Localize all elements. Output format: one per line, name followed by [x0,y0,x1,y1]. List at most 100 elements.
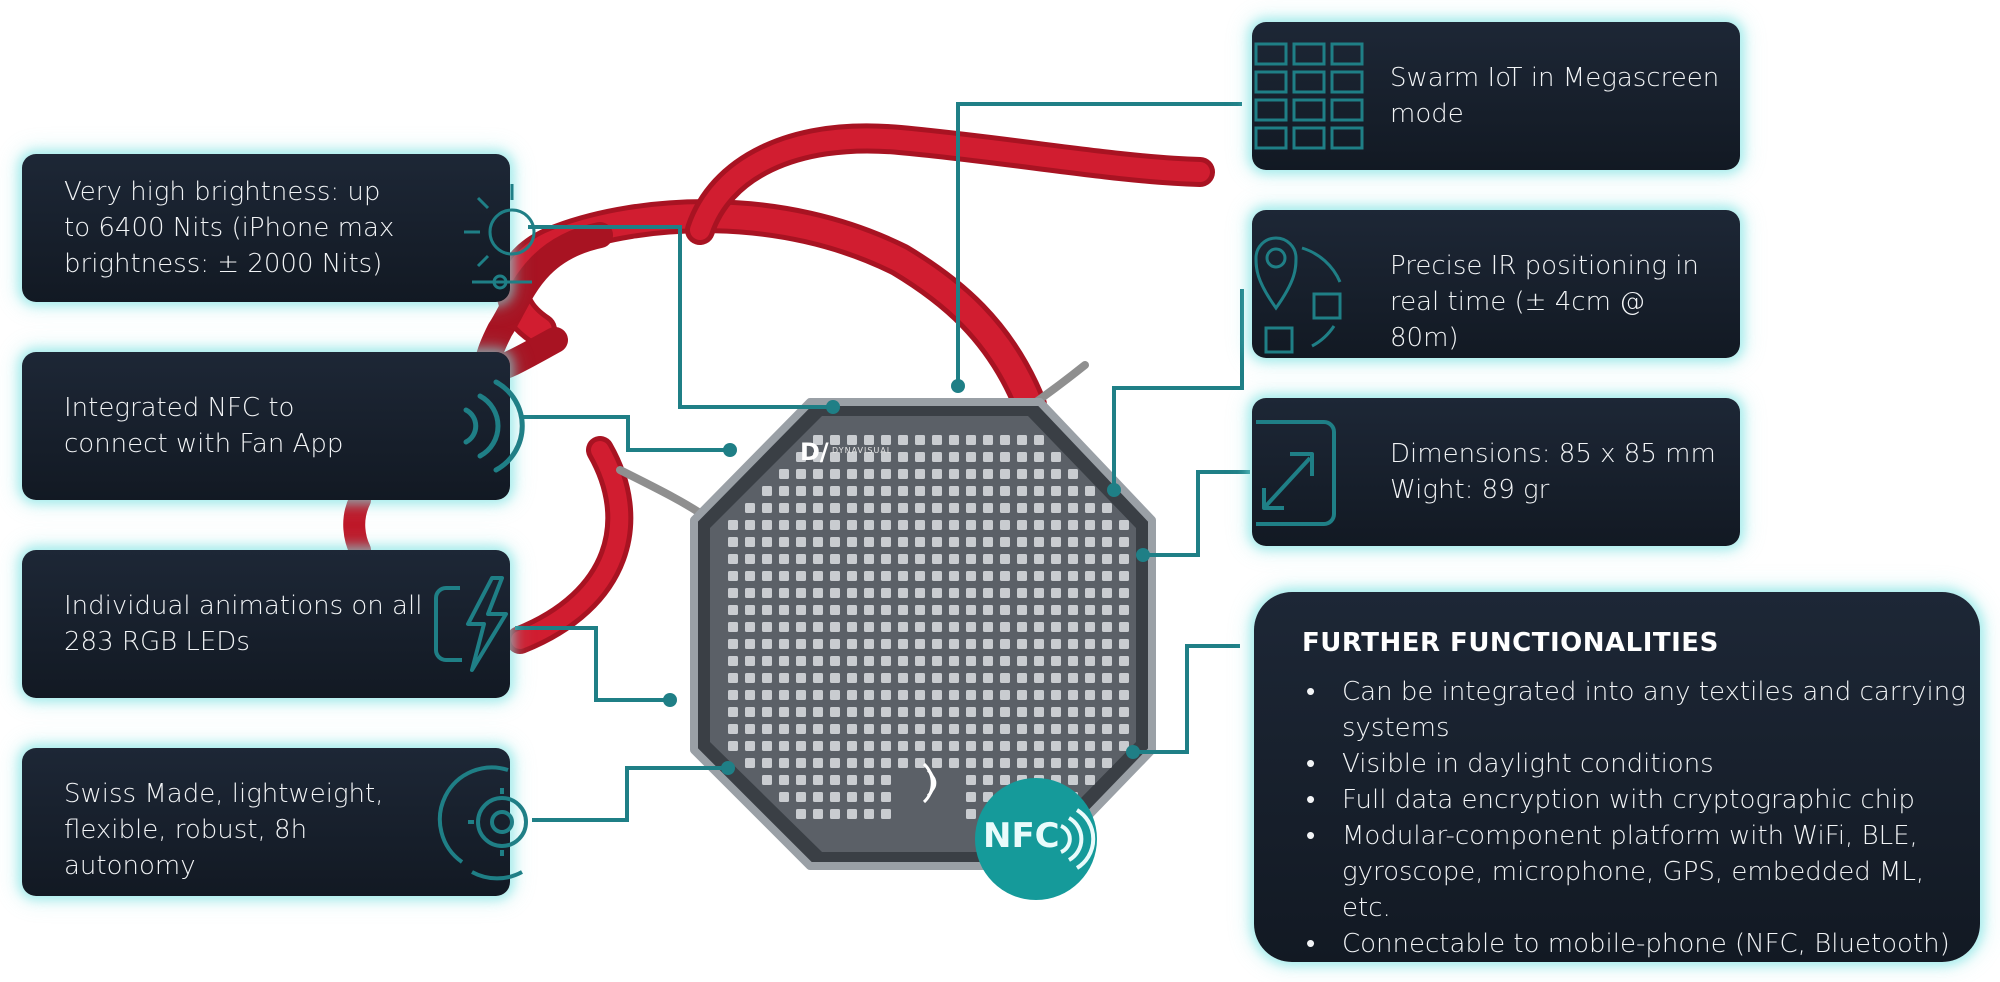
led [915,690,925,700]
led [847,809,857,819]
led [1085,758,1095,768]
led [779,486,789,496]
led [728,707,738,717]
led [813,809,823,819]
led [745,554,755,564]
led [830,673,840,683]
led [1000,758,1010,768]
led [932,605,942,615]
led [881,809,891,819]
led [1051,639,1061,649]
led [1102,571,1112,581]
led [745,605,755,615]
led [949,673,959,683]
led [1000,554,1010,564]
led [847,673,857,683]
led [847,656,857,666]
led [1000,537,1010,547]
led [847,503,857,513]
further-functionalities-card: FURTHER FUNCTIONALITIES Can be integrate… [1254,592,1980,962]
led [966,758,976,768]
gear-cycle-icon [437,762,528,882]
led [1017,758,1027,768]
led [1068,690,1078,700]
connector-lines [515,102,1250,822]
led [983,741,993,751]
led [881,537,891,547]
led [830,503,840,513]
led [949,469,959,479]
led [1017,622,1027,632]
led [830,758,840,768]
led [813,588,823,598]
led [745,520,755,530]
led [1000,639,1010,649]
list-item: Full data encryption with cryptographic … [1302,782,1980,818]
led [932,690,942,700]
led [1068,588,1078,598]
led [830,605,840,615]
device-brand: DYNAVISUAL [832,446,893,455]
led [881,452,891,462]
led [796,639,806,649]
led [1017,656,1027,666]
feature-card-brightness: Very high brightness: up to 6400 Nits (i… [22,154,536,302]
led [728,741,738,751]
led [1102,622,1112,632]
led [864,469,874,479]
led [779,503,789,513]
led [932,554,942,564]
led [864,537,874,547]
led [1102,588,1112,598]
led [847,435,857,445]
led [745,622,755,632]
led [813,486,823,496]
feature-text: Individual animations on all 283 RGB LED… [64,591,423,657]
led [762,622,772,632]
led [915,486,925,496]
led [813,639,823,649]
led [728,554,738,564]
feature-card-nfc: Integrated NFC to connect with Fan App [22,352,525,500]
led [830,486,840,496]
led [813,537,823,547]
led-grid [728,435,1129,819]
led [949,758,959,768]
led [796,452,806,462]
led [898,707,908,717]
led [1017,639,1027,649]
led [813,724,823,734]
led [898,486,908,496]
led [1102,690,1112,700]
led [847,486,857,496]
feature-card-dimensions: Dimensions: 85 x 85 mm Wight: 89 gr [1252,398,1740,546]
led [1051,520,1061,530]
led [898,639,908,649]
grid-cell [1292,98,1326,122]
led [796,690,806,700]
grid-cell [1254,126,1288,150]
led [915,452,925,462]
led [1017,520,1027,530]
led [1051,758,1061,768]
led [762,724,772,734]
led [1051,724,1061,734]
led [1119,673,1129,683]
led [779,605,789,615]
led [813,741,823,751]
led [813,792,823,802]
led [1000,656,1010,666]
led [915,588,925,598]
led [813,435,823,445]
grid-screens-icon [1254,42,1370,154]
led [966,435,976,445]
led [1085,707,1095,717]
led [949,435,959,445]
led [1068,758,1078,768]
led [864,656,874,666]
led [966,741,976,751]
led [1085,571,1095,581]
grid-cell [1254,70,1288,94]
led [1102,758,1112,768]
led [745,673,755,683]
